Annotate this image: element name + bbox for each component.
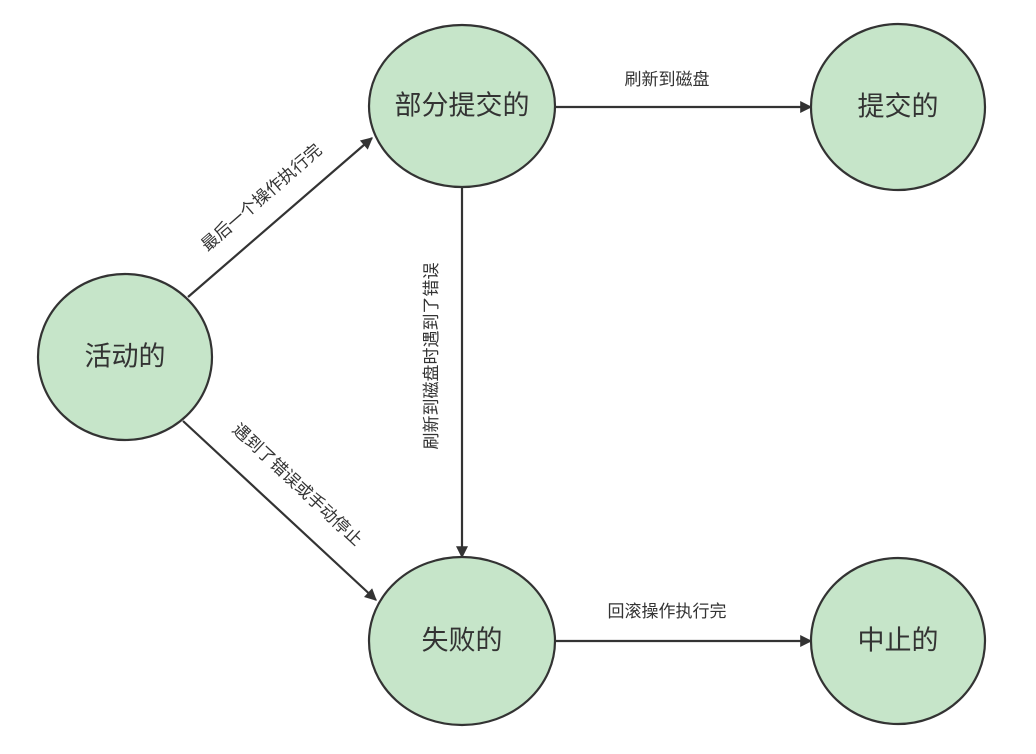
edge-label-partial-to-committed: 刷新到磁盘 [625, 70, 710, 90]
node-partially-committed: 部分提交的 [367, 23, 557, 189]
edge-label-active-to-failed: 遇到了错误或手动停止 [228, 420, 366, 551]
node-label-aborted: 中止的 [858, 626, 939, 657]
node-label-active: 活动的 [85, 342, 166, 373]
node-committed: 提交的 [809, 22, 987, 192]
node-label-committed: 提交的 [858, 92, 939, 123]
node-label-partially-committed: 部分提交的 [395, 91, 530, 122]
node-failed: 失败的 [367, 555, 557, 727]
edge-label-active-to-partial: 最后一个操作执行完 [198, 140, 327, 255]
edge-label-partial-to-failed: 刷新到磁盘时遇到了错误 [422, 263, 442, 450]
edge-active-to-failed [182, 420, 377, 601]
edge-active-to-partial [187, 137, 373, 298]
edge-label-failed-to-aborted: 回滚操作执行完 [608, 602, 727, 622]
node-active: 活动的 [36, 272, 214, 442]
node-label-failed: 失败的 [422, 626, 503, 657]
node-aborted: 中止的 [809, 556, 987, 726]
